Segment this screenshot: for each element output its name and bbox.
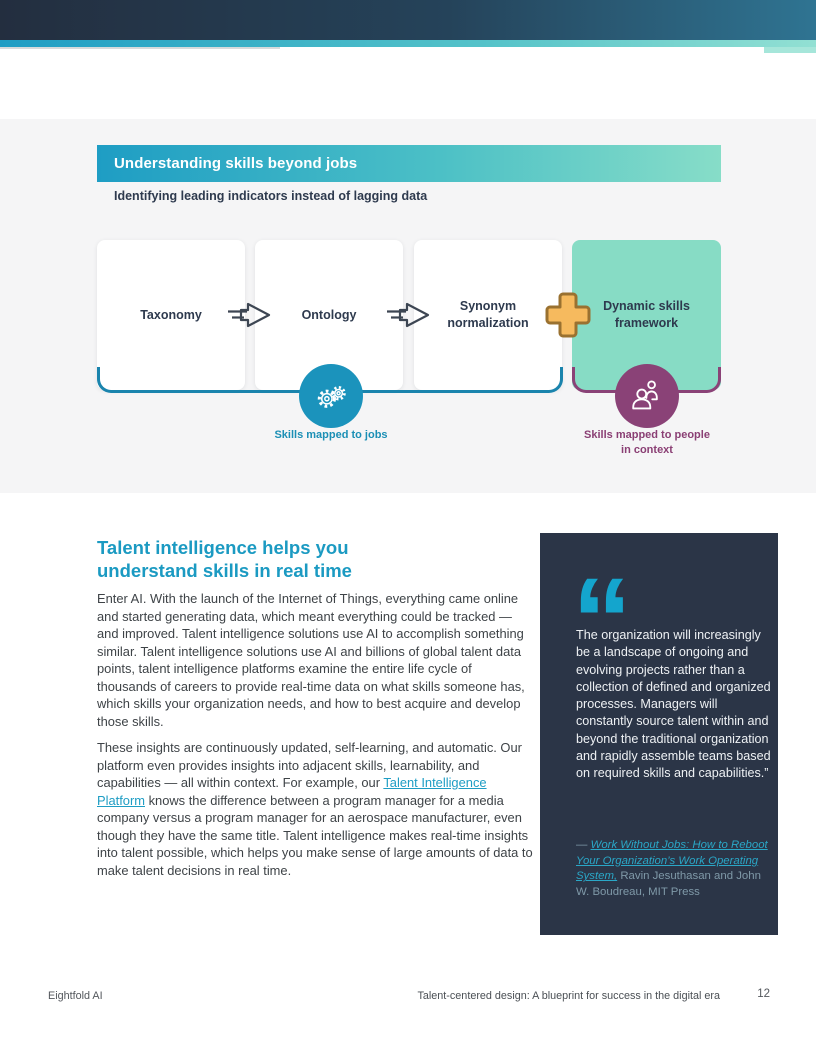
- footer-document-title: Talent-centered design: A blueprint for …: [417, 990, 721, 1002]
- citation-book-link[interactable]: Work Without Jobs: How to Reboot Your Or…: [576, 839, 768, 883]
- article-paragraph-2: These insights are continuously updated,…: [97, 739, 533, 879]
- talent-intelligence-platform-link[interactable]: Talent Intelligence Platform: [97, 775, 487, 808]
- people-caption: Skills mapped to people in context: [584, 429, 710, 457]
- top-strip-shadow: [0, 47, 280, 49]
- flow-arrow-icon: [228, 302, 271, 328]
- step-label: Ontology: [301, 307, 357, 322]
- paragraph-text: knows the difference between a program m…: [97, 792, 533, 878]
- citation-authors: Ravin Jesuthasan and John W. Boudreau, M…: [576, 870, 761, 899]
- step-card-taxonomy: Taxonomy: [97, 240, 245, 390]
- top-banner-bar: [0, 0, 816, 40]
- top-strip-right-tab: [764, 47, 816, 53]
- flow-arrow-icon: [387, 302, 430, 328]
- step-label: Dynamic skills framework: [603, 299, 690, 330]
- quote-text: The organization will increasingly be a …: [576, 628, 771, 781]
- quote-mark-icon: “: [572, 553, 632, 687]
- article-paragraph-1: Enter AI. With the launch of the Interne…: [97, 591, 525, 729]
- footer-page-number: 12: [757, 988, 770, 1000]
- step-label: Synonym normalization: [447, 299, 529, 330]
- pull-quote-box: [540, 533, 778, 935]
- infographic-title: Understanding skills beyond jobs: [114, 155, 358, 172]
- step-label: Taxonomy: [140, 307, 202, 322]
- article-heading-line2: understand skills in real time: [97, 560, 352, 582]
- citation-dash: —: [576, 839, 591, 851]
- paragraph-text: These insights are continuously updated,…: [97, 740, 522, 790]
- top-accent-strip: [0, 40, 816, 47]
- article-heading-line1: Talent intelligence helps you: [97, 537, 349, 558]
- jobs-caption: Skills mapped to jobs: [274, 429, 388, 441]
- people-icon: [615, 364, 679, 428]
- plus-icon: [540, 287, 596, 343]
- article-heading: Talent intelligence helps you understand…: [97, 536, 352, 583]
- footer-company: Eightfold AI: [48, 990, 103, 1002]
- quote-citation: — Work Without Jobs: How to Reboot Your …: [576, 838, 772, 901]
- step-card-synonym-normalization: Synonym normalization: [414, 240, 562, 390]
- infographic-subtitle: Identifying leading indicators instead o…: [114, 189, 428, 203]
- gears-icon: [299, 364, 363, 428]
- infographic-title-banner: Understanding skills beyond jobs: [97, 145, 721, 182]
